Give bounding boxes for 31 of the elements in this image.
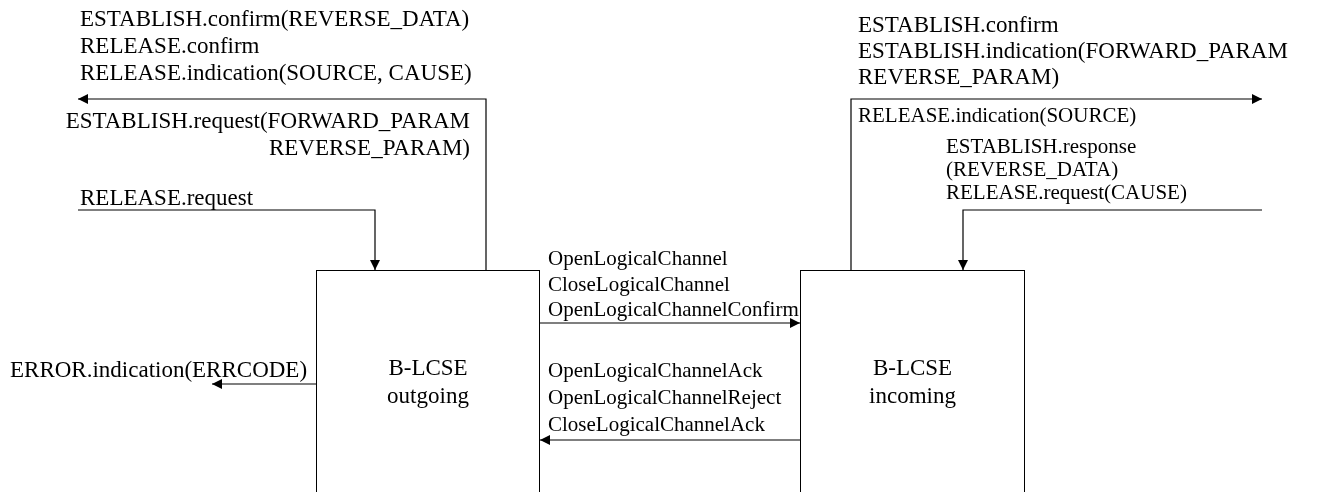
primitive-label: OpenLogicalChannel — [548, 246, 728, 270]
entity-box — [316, 270, 540, 492]
arrow — [958, 209, 1263, 271]
primitive-label: OpenLogicalChannelAck — [548, 358, 763, 382]
primitive-label: RELEASE.request — [80, 186, 254, 210]
arrow — [77, 94, 487, 271]
primitive-label: REVERSE_PARAM) — [858, 63, 1060, 90]
arrow — [77, 209, 380, 271]
primitive-label: OpenLogicalChannelReject — [548, 385, 782, 409]
arrow — [539, 435, 801, 445]
primitive-label: ESTABLISH.confirm — [858, 11, 1059, 38]
primitive-label: CloseLogicalChannel — [548, 272, 730, 296]
primitive-label: ESTABLISH.request(FORWARD_PARAM — [65, 107, 470, 134]
arrow — [850, 94, 1263, 271]
arrow — [539, 318, 801, 328]
primitive-label: ESTABLISH.confirm(REVERSE_DATA) — [80, 5, 470, 32]
entity-box — [800, 270, 1025, 492]
entity-name: B-LCSE incoming — [868, 354, 957, 410]
primitive-label: RELEASE.indication(SOURCE, CAUSE) — [80, 59, 472, 86]
primitive-label: ESTABLISH.response — [946, 135, 1137, 158]
primitive-label: CloseLogicalChannelAck — [548, 412, 765, 436]
primitive-label: ESTABLISH.indication(FORWARD_PARAM — [858, 37, 1288, 64]
primitive-label: (REVERSE_DATA) — [946, 158, 1119, 181]
primitive-label: REVERSE_PARAM) — [268, 134, 470, 161]
primitive-label: RELEASE.confirm — [80, 32, 260, 59]
primitive-label: RELEASE.request(CAUSE) — [946, 181, 1187, 204]
entity-name: B-LCSE outgoing — [386, 354, 470, 410]
primitive-label: OpenLogicalChannelConfirm — [548, 297, 799, 321]
primitive-label: ERROR.indication(ERRCODE) — [10, 356, 308, 383]
primitive-label: RELEASE.indication(SOURCE) — [858, 103, 1137, 127]
arrow — [211, 379, 317, 389]
